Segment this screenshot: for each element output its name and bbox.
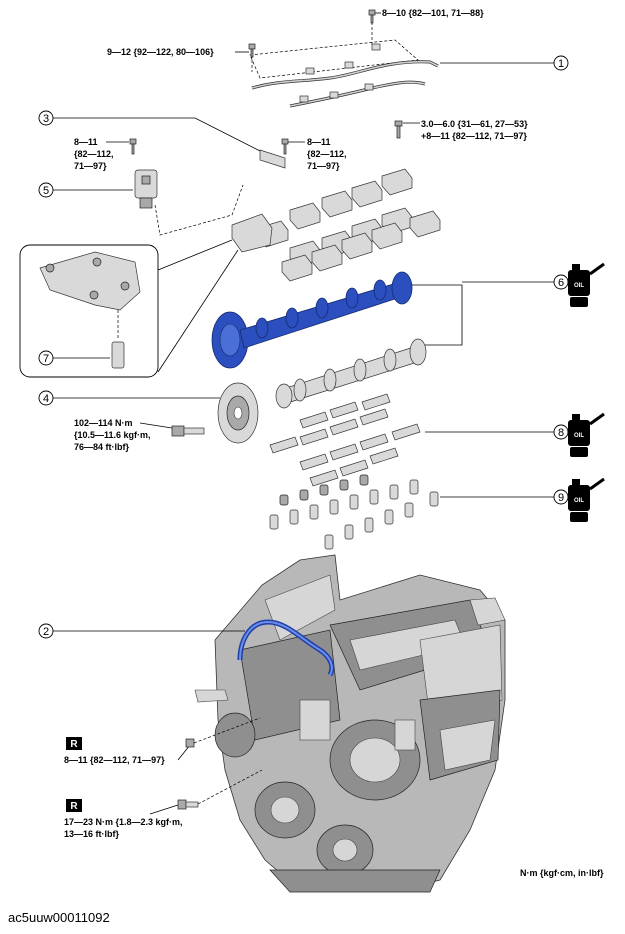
svg-text:4: 4	[43, 393, 49, 405]
dowel-pin	[111, 341, 125, 369]
oil-can-icon: OIL	[568, 412, 605, 457]
rocker-part	[259, 149, 286, 169]
camshaft-sprocket	[217, 382, 259, 444]
svg-text:8: 8	[558, 427, 564, 439]
torque-spec-ocv-a: 8—11	[74, 137, 98, 147]
bolt-icon	[185, 738, 195, 748]
cap-detail	[39, 251, 141, 311]
torque-spec-ocv-b: {82—112,	[74, 149, 114, 159]
svg-text:6: 6	[558, 277, 564, 289]
replace-badge-icon: R	[66, 799, 82, 812]
rocker-arms	[269, 393, 421, 487]
torque-spec-cap-a: 3.0—6.0 {31—61, 27—53}	[421, 119, 528, 129]
oil-control-valve	[134, 169, 158, 209]
torque-spec-rocker-c: 71—97}	[307, 161, 340, 171]
bolt-icon	[281, 138, 289, 155]
torque-spec-sprocket-b: {10.5—11.6 kgf·m,	[74, 430, 151, 440]
torque-spec-sprocket-a: 102—114 N·m	[74, 418, 133, 428]
bolt-icon	[394, 120, 403, 139]
torque-spec-sprocket-c: 76—84 ft·lbf}	[74, 442, 130, 452]
svg-text:OIL: OIL	[574, 498, 584, 504]
callout-1	[553, 55, 569, 71]
engine-assembly	[194, 554, 506, 893]
torque-spec-cap-b: +8—11 {82—112, 71—97}	[421, 131, 527, 141]
bolt-icon	[248, 43, 256, 58]
torque-spec-pipe-upper: 8—10 {82—101, 71—88}	[382, 8, 484, 18]
torque-spec-rocker-b: {82—112,	[307, 149, 347, 159]
camshaft-caps-upper	[231, 168, 441, 282]
intake-camshaft	[275, 338, 427, 409]
torque-spec-cover-bolt: 8—11 {82—112, 71—97}	[64, 755, 165, 765]
torque-spec-main-bolt-b: 13—16 ft·lbf}	[64, 829, 120, 839]
svg-text:R: R	[70, 739, 78, 750]
svg-text:1: 1	[558, 58, 564, 70]
replace-badge-icon: R	[66, 737, 82, 750]
svg-text:9: 9	[558, 492, 564, 504]
torque-spec-main-bolt-a: 17—23 N·m {1.8—2.3 kgf·m,	[64, 817, 183, 827]
svg-text:7: 7	[43, 353, 49, 365]
torque-spec-rocker-a: 8—11	[307, 137, 331, 147]
units-note: N·m {kgf·cm, in·lbf}	[520, 868, 604, 878]
svg-text:OIL: OIL	[574, 283, 584, 289]
svg-text:3: 3	[43, 113, 49, 125]
image-id-caption: ac5uuw00011092	[8, 910, 110, 925]
oil-can-icon: OIL	[568, 477, 605, 522]
svg-text:OIL: OIL	[574, 433, 584, 439]
oil-pipe-assembly	[249, 22, 439, 108]
bolt-icon	[368, 9, 376, 24]
svg-text:R: R	[70, 801, 78, 812]
exhaust-camshaft-highlighted	[211, 271, 413, 369]
svg-text:5: 5	[43, 185, 49, 197]
oil-can-icon: OIL	[568, 262, 605, 307]
bolt-icon	[171, 425, 205, 437]
hydraulic-lash-adjusters	[269, 474, 439, 550]
bolt-icon	[177, 799, 199, 810]
torque-spec-pipe-lower: 9—12 {92—122, 80—106}	[107, 47, 214, 57]
torque-spec-ocv-c: 71—97}	[74, 161, 107, 171]
svg-text:2: 2	[43, 626, 49, 638]
bolt-icon	[129, 138, 137, 155]
